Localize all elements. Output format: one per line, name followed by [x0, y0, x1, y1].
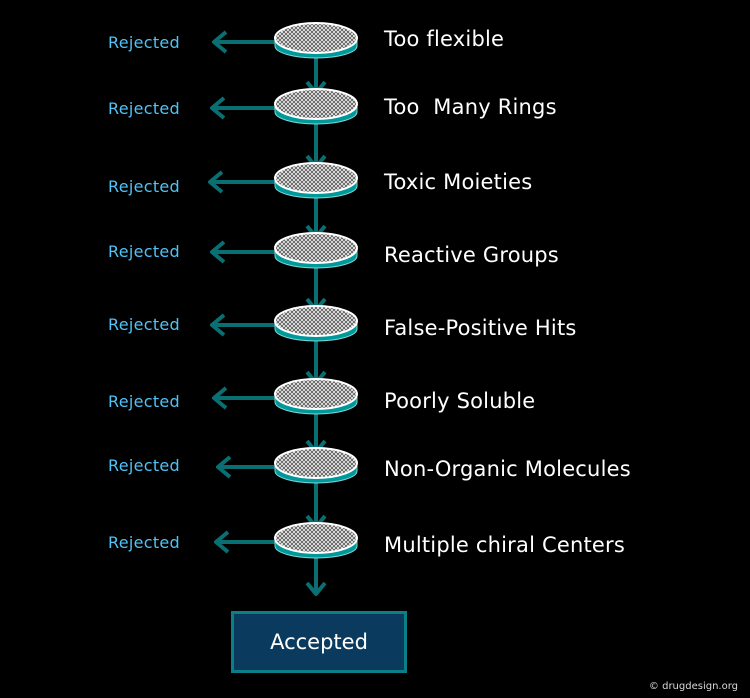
rejected-label-6: Rejected [108, 392, 181, 411]
filter-label-non-organic: Non-Organic Molecules [384, 457, 631, 481]
filter-disc [274, 447, 358, 484]
down-arrowhead [305, 581, 327, 596]
rejected-label-5: Rejected [108, 315, 181, 334]
filter-label-chiral: Multiple chiral Centers [384, 533, 626, 557]
rejected-arrowhead [210, 313, 226, 337]
rejected-label-1: Rejected [108, 33, 181, 52]
filter-label-rings: Too Many Rings [384, 95, 557, 119]
rejected-label-8: Rejected [108, 533, 181, 552]
filter-mesh [274, 232, 358, 264]
accepted-label: Accepted [270, 630, 368, 654]
rejected-arrowhead [214, 530, 230, 554]
filter-label-soluble: Poorly Soluble [384, 389, 536, 413]
filter-label-false-positive: False-Positive Hits [384, 316, 577, 340]
filters-layer [274, 22, 358, 559]
filter-label-flexible: Too flexible [384, 27, 505, 51]
filter-mesh [274, 22, 358, 54]
filter-disc [274, 162, 358, 199]
filter-label-reactive: Reactive Groups [384, 243, 559, 267]
filter-mesh [274, 522, 358, 554]
rejected-arrowhead [210, 240, 226, 264]
rejected-arrowhead [210, 96, 226, 120]
filter-mesh [274, 447, 358, 479]
accepted-box: Accepted [231, 611, 407, 673]
rejected-label-4: Rejected [108, 242, 181, 261]
rejected-label-3: Rejected [108, 177, 181, 196]
credit-text: © drugdesign.org [648, 681, 738, 692]
filter-disc [274, 378, 358, 415]
filter-mesh [274, 88, 358, 120]
rejected-arrowhead [212, 386, 228, 410]
rejected-arrowhead [208, 170, 224, 194]
rejected-arrowhead [212, 30, 228, 54]
rejected-arrowhead [216, 455, 232, 479]
filter-disc [274, 522, 358, 559]
filter-disc [274, 305, 358, 342]
filter-mesh [274, 305, 358, 337]
rejected-label-2: Rejected [108, 99, 181, 118]
rejected-label-7: Rejected [108, 456, 181, 475]
filter-mesh [274, 378, 358, 410]
filter-disc [274, 232, 358, 269]
filter-disc [274, 22, 358, 59]
filter-label-toxic: Toxic Moieties [384, 170, 533, 194]
filter-mesh [274, 162, 358, 194]
filter-disc [274, 88, 358, 125]
